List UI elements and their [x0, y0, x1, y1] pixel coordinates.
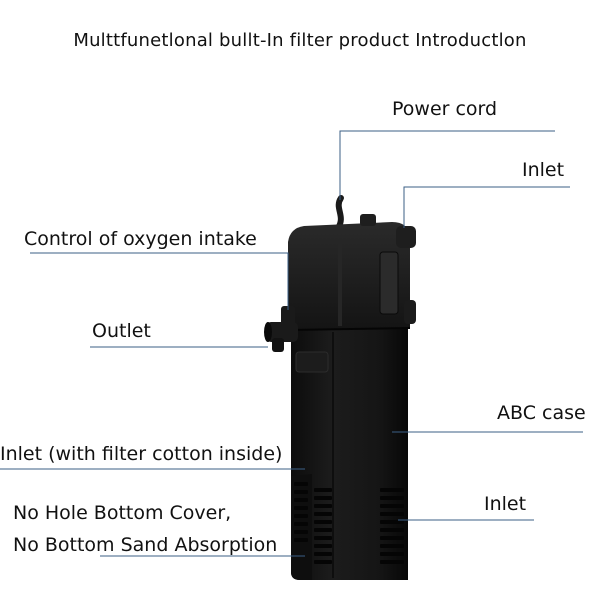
top-nub: [360, 214, 376, 226]
head-edge-highlight: [338, 240, 342, 326]
label-power-cord: Power cord: [392, 98, 498, 120]
label-oxygen-control: Control of oxygen intake: [24, 228, 257, 250]
head-seam: [287, 327, 411, 331]
side-latch: [295, 351, 329, 373]
bottom-cover-side: [291, 474, 312, 580]
label-bottom-cover-line2: No Bottom Sand Absorption: [13, 534, 278, 556]
side-grille: [294, 482, 308, 542]
leader-inlet-top: [403, 186, 570, 228]
outlet-tab: [272, 338, 284, 352]
inlet-top-pipe: [396, 226, 416, 248]
label-bottom-cover-line1: No Hole Bottom Cover,: [13, 502, 232, 524]
leader-oxygen-control: [30, 252, 289, 310]
outlet-opening: [264, 322, 272, 342]
leader-power-cord: [339, 130, 555, 200]
inlet-top-slot: [379, 251, 399, 315]
bottom-grille: [314, 488, 404, 564]
label-inlet-cotton: Inlet (with filter cotton inside): [0, 443, 283, 465]
inlet-side-nub: [404, 300, 416, 324]
label-inlet-top: Inlet: [522, 159, 565, 181]
label-outlet: Outlet: [92, 320, 151, 342]
leader-lines: [0, 130, 583, 557]
outlet-nozzle: [266, 322, 298, 342]
label-abc-case: ABC case: [497, 402, 586, 424]
label-inlet-bottom: Inlet: [484, 493, 527, 515]
diagram-title: Multtfunetlonal bullt-In filter product …: [73, 30, 527, 51]
